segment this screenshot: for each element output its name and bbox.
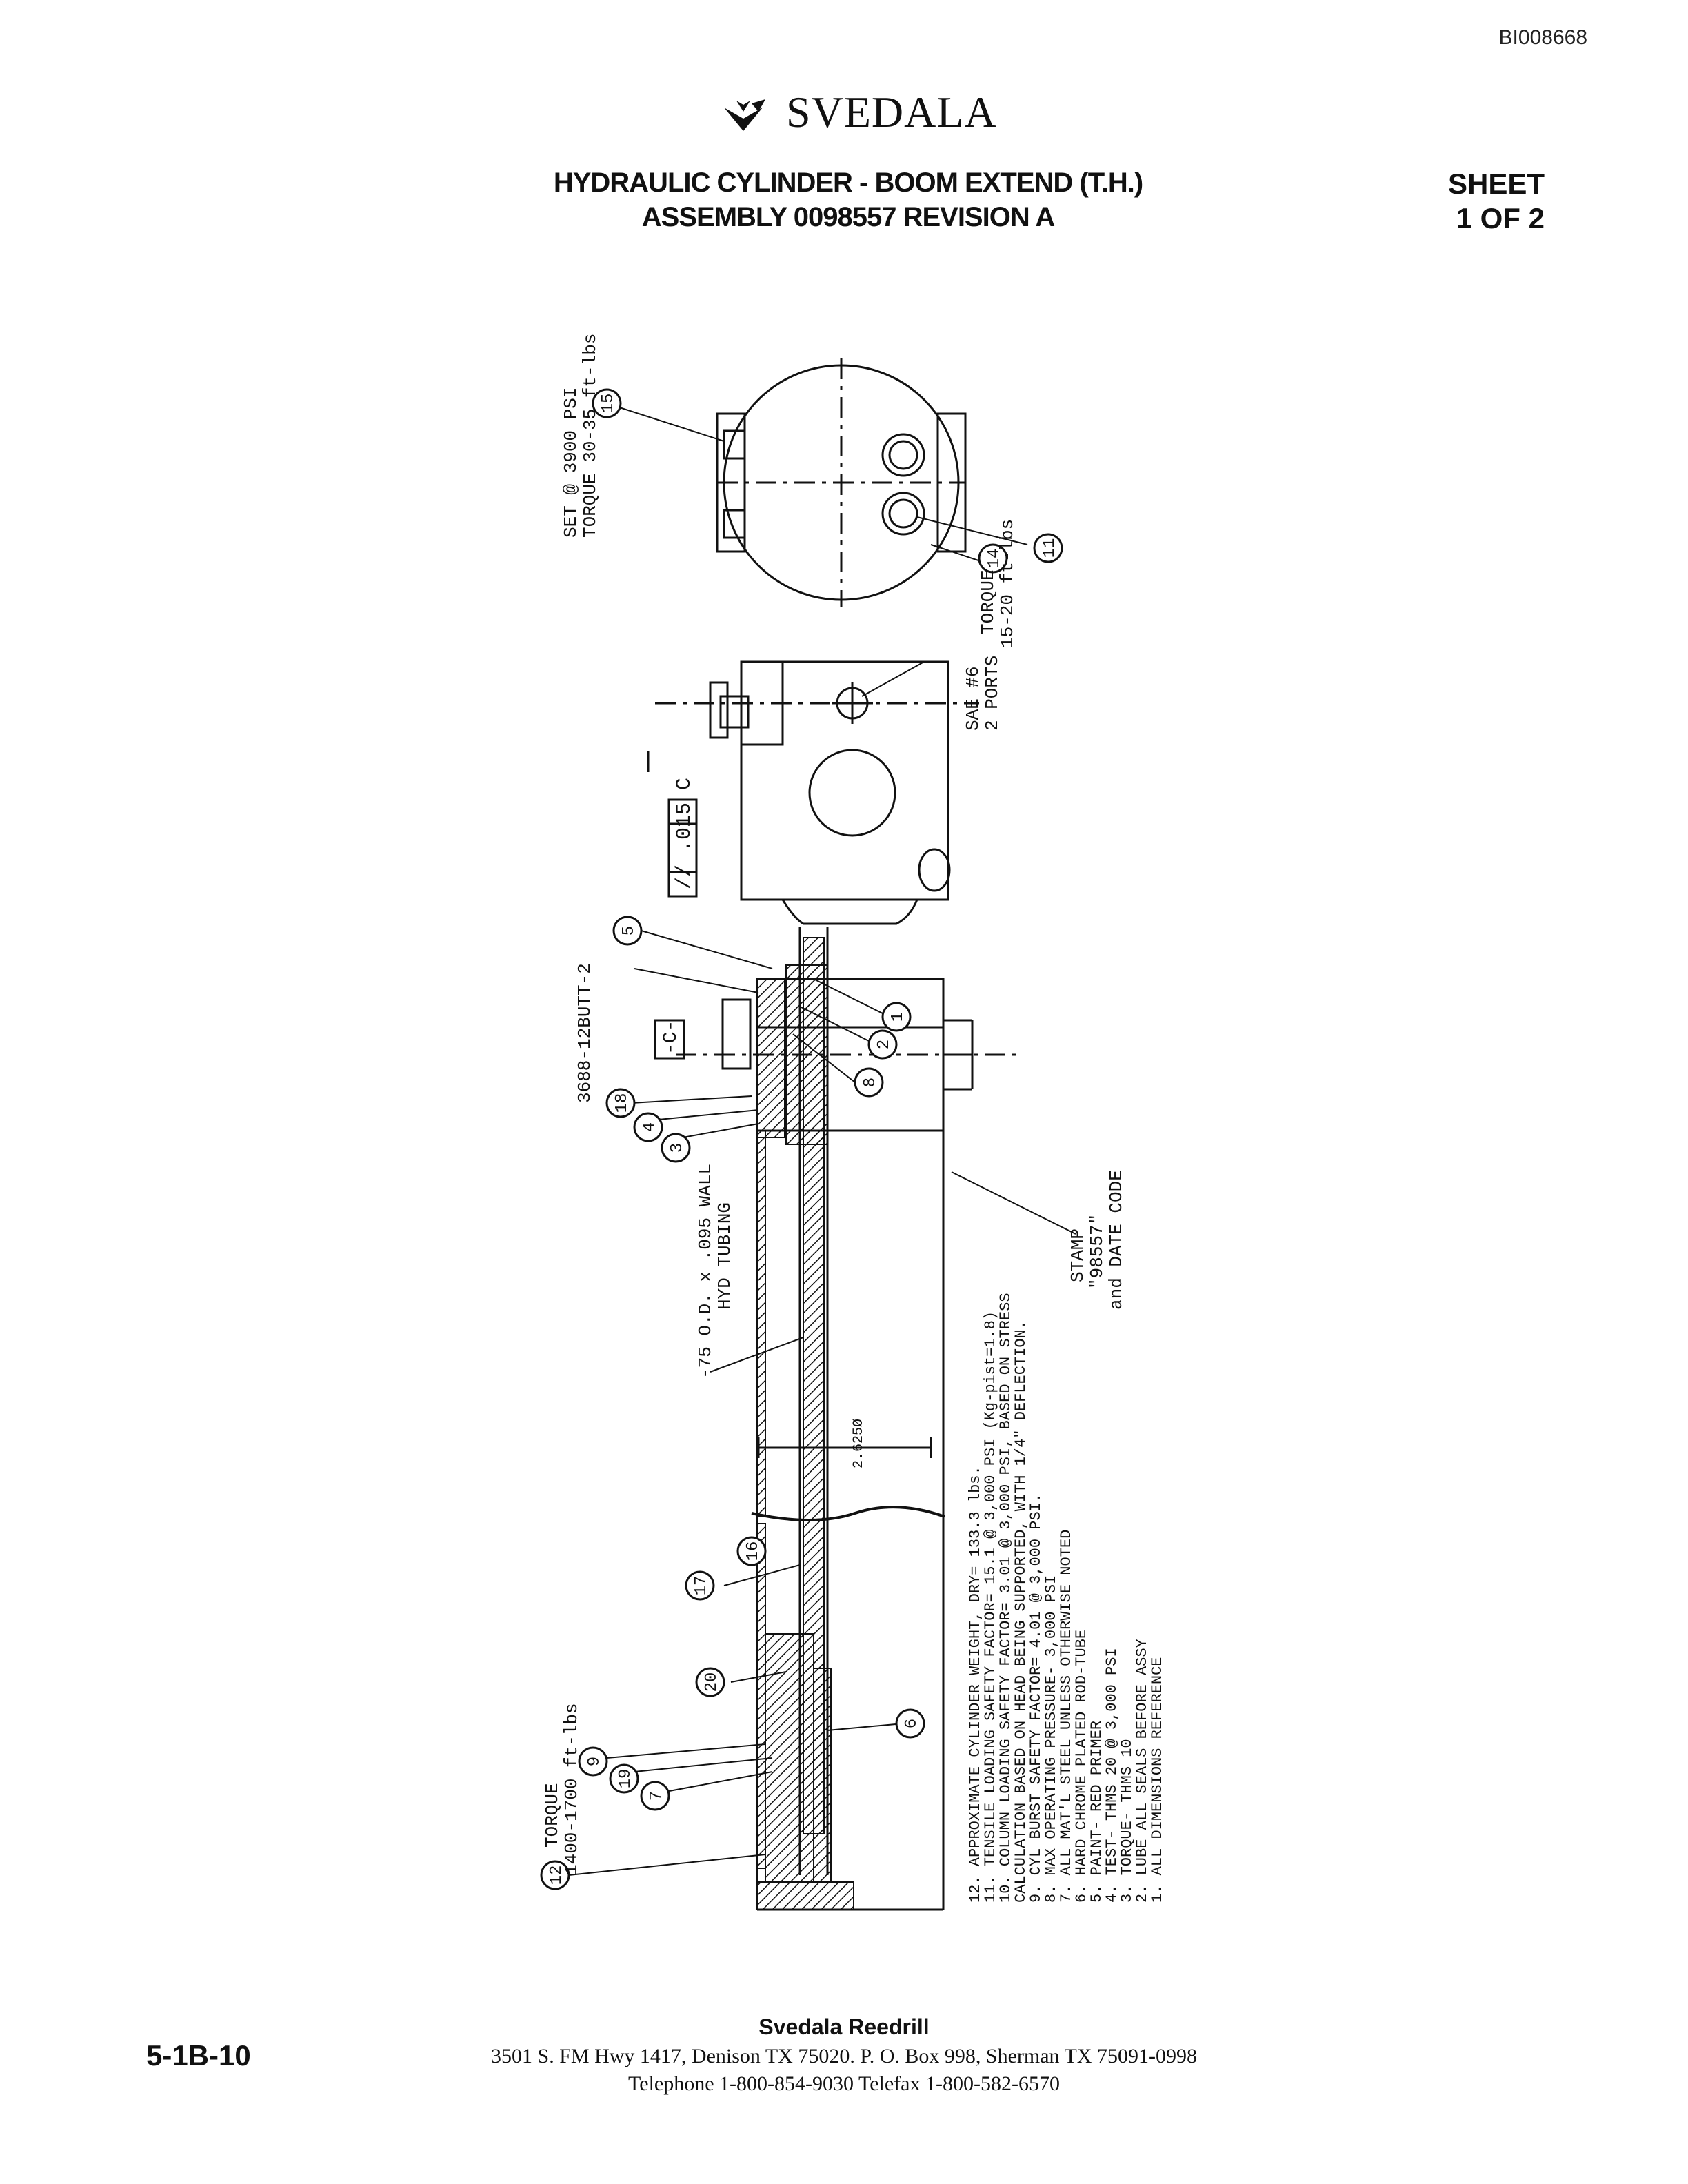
company-phone: Telephone 1-800-854-9030 Telefax 1-800-5…: [628, 2072, 1060, 2095]
torque-ports-value: 15-20 ft-lbs: [997, 519, 1018, 648]
note-line: 4. TEST- THMS 20 @ 3,000 PSI: [1103, 1648, 1121, 1903]
svg-text:17: 17: [692, 1576, 711, 1596]
svg-text:1: 1: [889, 1012, 907, 1022]
callout-9: 9: [578, 1746, 608, 1777]
callout-19: 19: [609, 1763, 639, 1794]
torque-piston-note: TORQUE: [542, 1783, 563, 1848]
torque-ports-note: TORQUE: [978, 569, 998, 634]
sheet-label: SHEET: [1447, 168, 1545, 200]
svg-text:9: 9: [585, 1757, 604, 1766]
callout-15: 15: [592, 388, 622, 418]
head-side-view: [647, 660, 979, 925]
note-line: 9. CYL BURST SAFETY FACTOR= 4.01 @ 3,000…: [1027, 1493, 1045, 1903]
callout-2: 2: [867, 1029, 898, 1060]
part-number-note: 3688-12BUTT-2: [574, 963, 595, 1103]
datum-label: -C-: [661, 1020, 682, 1055]
svg-text:2: 2: [875, 1040, 894, 1049]
company-address: 3501 S. FM Hwy 1417, Denison TX 75020. P…: [491, 2045, 1197, 2067]
datum-box: [654, 1019, 685, 1060]
dimension-label: 2.625Ø: [851, 1419, 867, 1468]
stamp-date-note: and DATE CODE: [1106, 1170, 1127, 1310]
svg-text:19: 19: [616, 1769, 635, 1789]
tolerance-frame: [667, 798, 698, 898]
torque-relief-note: TORQUE 30-35 ft-lbs: [580, 334, 601, 538]
hatched-sections: [756, 937, 854, 1910]
callout-7: 7: [640, 1781, 670, 1811]
company-name: Svedala Reedrill: [758, 2014, 930, 2039]
assembly-number: ASSEMBLY 0098557 REVISION A: [641, 202, 1055, 232]
note-line: 12. APPROXIMATE CYLINDER WEIGHT, DRY= 13…: [967, 1466, 984, 1903]
set-pressure-note: SET @ 3900 PSI: [561, 387, 581, 538]
callout-20: 20: [695, 1667, 725, 1697]
callout-3: 3: [661, 1133, 691, 1163]
note-line: 6. HARD CHROME PLATED ROD-TUBE: [1073, 1630, 1090, 1903]
svedala-logo-icon: [724, 99, 765, 131]
note-line: 7. ALL MAT'L STEEL UNLESS OTHERWISE NOTE…: [1058, 1530, 1075, 1903]
svg-text:14: 14: [985, 549, 1004, 569]
svg-text:7: 7: [647, 1791, 666, 1801]
note-line: 5. PAINT- RED PRIMER: [1088, 1721, 1105, 1903]
note-line: 11. TENSILE LOADING SAFETY FACTOR= 15.1 …: [982, 1311, 999, 1903]
note-line: 10. COLUMN LOADING SAFETY FACTOR= 3.01 @…: [997, 1293, 1014, 1903]
torque-piston-value: 1400-1700 ft-lbs: [561, 1703, 582, 1875]
callout-6: 6: [895, 1708, 925, 1739]
svg-text:11: 11: [1041, 538, 1059, 558]
sae-port-note: SAE #6: [963, 666, 983, 731]
svg-text:15: 15: [599, 394, 618, 414]
sheet-count: 1 OF 2: [1456, 202, 1545, 234]
note-line: CALCULATION BASED ON HEAD BEING SUPPORTE…: [1012, 1320, 1029, 1903]
page-number: 5-1B-10: [146, 2039, 251, 2072]
svg-text:20: 20: [703, 1672, 721, 1692]
callout-11: 11: [1033, 533, 1063, 563]
callout-5: 5: [612, 916, 643, 946]
svg-text:12: 12: [547, 1866, 566, 1885]
general-notes: 12. APPROXIMATE CYLINDER WEIGHT, DRY= 13…: [967, 1293, 1166, 1903]
callout-8: 8: [854, 1067, 884, 1098]
tolerance-value: // .015 C: [673, 778, 696, 889]
svg-text:5: 5: [620, 926, 639, 936]
note-line: 1. ALL DIMENSIONS REFERENCE: [1149, 1657, 1166, 1903]
svg-text:8: 8: [861, 1078, 880, 1087]
drawing-title: HYDRAULIC CYLINDER - BOOM EXTEND (T.H.): [553, 168, 1143, 198]
callout-16: 16: [736, 1536, 767, 1566]
callout-18: 18: [605, 1088, 636, 1118]
svg-text:16: 16: [744, 1541, 763, 1561]
ports-note: 2 PORTS: [982, 656, 1003, 731]
stamp-value: "98557": [1087, 1214, 1107, 1289]
callout-1: 1: [881, 1002, 912, 1032]
tubing-type-note: HYD TUBING: [714, 1202, 735, 1310]
brand-name: SVEDALA: [786, 88, 997, 136]
note-line: 2. LUBE ALL SEALS BEFORE ASSY: [1134, 1639, 1151, 1903]
end-view: [716, 358, 967, 607]
leader-lines: [568, 403, 1076, 1876]
svg-text:3: 3: [668, 1143, 687, 1153]
document-id: BI008668: [1498, 26, 1587, 49]
tubing-size-note: -75 O.D. x .095 WALL: [695, 1164, 716, 1379]
callout-17: 17: [685, 1570, 715, 1601]
callout-12: 12: [540, 1860, 570, 1890]
svg-text:4: 4: [641, 1122, 659, 1132]
callout-14: 14: [978, 543, 1008, 574]
note-line: 3. TORQUE- THMS 10: [1118, 1739, 1136, 1903]
svg-text:6: 6: [903, 1719, 921, 1728]
stamp-note: STAMP: [1067, 1228, 1088, 1282]
callout-4: 4: [633, 1112, 663, 1142]
svg-text:18: 18: [613, 1093, 632, 1113]
note-line: 8. MAX OPERATING PRESSURE- 3,000 PSI: [1043, 1575, 1060, 1903]
